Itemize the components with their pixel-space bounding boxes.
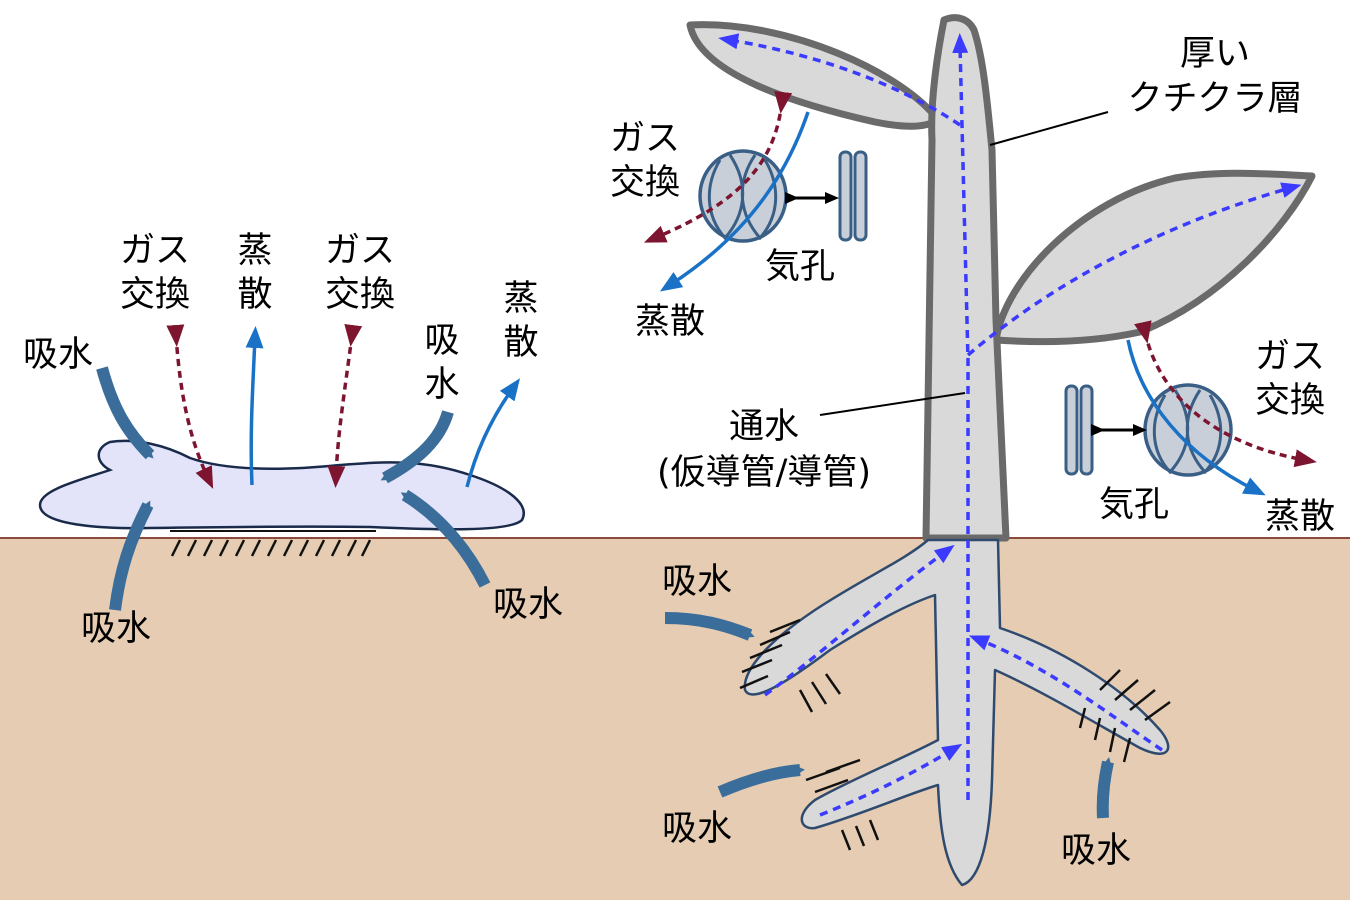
label-gas-exchange: 交換 <box>1255 381 1325 421</box>
conduction-paths <box>718 33 1302 817</box>
label-stoma: 気孔 <box>1099 485 1169 525</box>
stoma-upper <box>698 149 868 243</box>
cuticle-pointer <box>989 111 1109 146</box>
water-arrow <box>1096 757 1114 819</box>
label-water-uptake: 吸水 <box>1061 831 1131 871</box>
thallus-body <box>38 439 525 531</box>
label-cuticle: 厚い <box>1180 34 1250 74</box>
water-arrow <box>96 366 155 460</box>
conduction-root-left-lower <box>819 743 963 817</box>
label-evaporation: 散 <box>237 275 272 315</box>
conduction-main-stem <box>952 33 970 800</box>
root-system <box>743 538 1170 887</box>
label-gas-exchange: 交換 <box>325 275 395 315</box>
vascular-plant-group <box>643 14 1317 887</box>
water-arrow <box>400 489 491 588</box>
label-water-uptake: 水 <box>424 365 459 405</box>
upper-leaf <box>686 21 942 130</box>
label-water-uptake: 吸 <box>424 321 459 361</box>
conduction-lower-leaf <box>966 182 1302 357</box>
label-gas-exchange: 交換 <box>610 163 680 203</box>
label-gas-exchange: ガス <box>325 231 395 271</box>
conduction-root-right <box>968 635 1163 752</box>
conduction-pointer <box>819 392 966 416</box>
label-evaporation: 散 <box>503 323 538 363</box>
water-arrow <box>717 764 805 798</box>
evaporation-arrow <box>245 326 264 486</box>
label-water-uptake: 吸水 <box>493 585 563 625</box>
gas-exchange-arrow <box>327 323 363 488</box>
label-conduction: 通水 <box>729 407 799 447</box>
label-evaporation: 蒸散 <box>1265 497 1335 537</box>
thallus-group <box>38 323 525 611</box>
conduction-upper-leaf <box>718 33 961 127</box>
water-arrow <box>109 500 154 611</box>
label-gas-exchange: ガス <box>1255 337 1325 377</box>
label-water-uptake: 吸水 <box>662 562 732 602</box>
label-gas-exchange: ガス <box>120 231 190 271</box>
label-cuticle: クチクラ層 <box>1127 79 1302 119</box>
label-gas-exchange: ガス <box>610 119 680 159</box>
label-evaporation: 蒸 <box>237 231 272 271</box>
root-hairs <box>739 618 1171 851</box>
label-water-uptake: 吸水 <box>23 335 93 375</box>
gas-exchange-arrow <box>166 324 214 489</box>
label-stoma: 気孔 <box>765 247 835 287</box>
label-evaporation: 蒸 <box>503 279 538 319</box>
water-arrow <box>380 410 454 484</box>
rhizoids <box>170 530 376 557</box>
label-conduction: (仮導管/導管) <box>657 453 871 493</box>
water-arrow <box>664 612 755 641</box>
label-evaporation: 蒸散 <box>635 302 705 342</box>
label-gas-exchange: 交換 <box>120 275 190 315</box>
label-water-uptake: 吸水 <box>81 609 151 649</box>
lower-leaf <box>992 169 1316 346</box>
evaporation-arrow <box>465 378 521 488</box>
conduction-root-left-upper <box>763 544 955 697</box>
gas-exchange-arrow <box>1134 320 1317 468</box>
label-water-uptake: 吸水 <box>662 809 732 849</box>
